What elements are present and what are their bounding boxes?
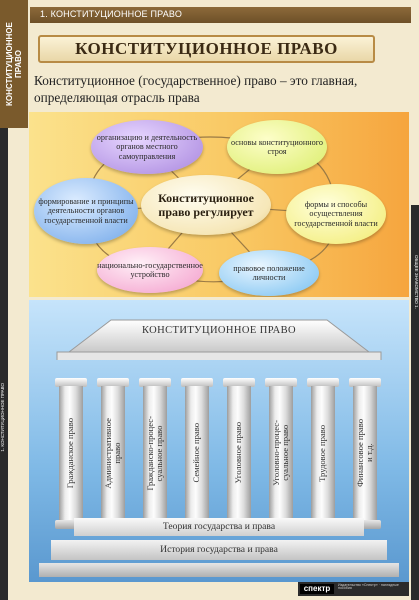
- column-label: Трудовое право: [317, 424, 328, 482]
- column-administrative-law: Администра­тивное право: [97, 378, 129, 529]
- step-theory: Теория государства и права: [74, 518, 364, 536]
- definition-text: Конституционное (государственное) право …: [34, 73, 358, 105]
- node-center: Конституционное право регулирует: [141, 175, 271, 235]
- column-label: Уголовно-процес- суальное право: [270, 420, 290, 486]
- publisher-text: Издательство «Спектр» · наглядные пособи…: [338, 583, 399, 591]
- node-legal-status: правовое положение личности: [219, 250, 319, 296]
- column-civil-law: Гражданское право: [55, 378, 87, 529]
- node-national-structure: национально-государственное устройство: [97, 247, 203, 293]
- node-forms-of-power: формы и способы осуществления государств…: [286, 184, 386, 244]
- column-civil-procedure-law: Гражданско-процес- суальное право: [139, 378, 171, 529]
- column-labor-law: Трудовое право: [307, 378, 339, 529]
- node-local-government: организацию и деятельность органов местн…: [91, 120, 203, 174]
- node-constitutional-order: основы конституционного строя: [227, 120, 327, 174]
- column-label: Гражданское право: [65, 417, 76, 489]
- publisher-logo: спектр: [300, 584, 334, 594]
- side-tab: КОНСТИТУЦИОННОЕ ПРАВО: [0, 0, 28, 128]
- column-label: Гражданско-процес- суальное право: [144, 415, 164, 491]
- node-state-power-bodies: формирование и принципы деятельности орг…: [34, 178, 138, 244]
- side-tab-label: КОНСТИТУЦИОННОЕ ПРАВО: [5, 22, 23, 106]
- law-temple: КОНСТИТУЦИОННОЕ ПРАВО Гражданское право …: [29, 300, 409, 582]
- entablature: [56, 351, 382, 360]
- column-financial-law: Финансовое право и т.д.: [349, 378, 381, 529]
- pediment-label: КОНСТИТУЦИОННОЕ ПРАВО: [142, 325, 296, 336]
- step-history: История государства и права: [51, 540, 387, 560]
- column-label: Уголовное право: [233, 422, 244, 484]
- section-label: 1. КОНСТИТУЦИОННОЕ ПРАВО: [40, 9, 183, 19]
- column-label: Администра­тивное право: [102, 417, 122, 489]
- column-criminal-law: Уголовное право: [223, 378, 255, 529]
- side-strip-left: 1. КОНСТИТУЦИОННОЕ ПРАВО: [0, 128, 8, 600]
- title-banner: КОНСТИТУЦИОННОЕ ПРАВО: [38, 35, 375, 63]
- column-criminal-procedure-law: Уголовно-процес- суальное право: [265, 378, 297, 529]
- section-header: 1. КОНСТИТУЦИОННОЕ ПРАВО: [30, 7, 411, 23]
- side-strip-right-label: ОБЩЕЕ ЗНАКОМСТВО 1.: [414, 255, 419, 309]
- regulation-diagram: организацию и деятельность органов местн…: [29, 112, 409, 297]
- side-strip-right: ОБЩЕЕ ЗНАКОМСТВО 1.: [411, 205, 419, 600]
- page-title: КОНСТИТУЦИОННОЕ ПРАВО: [75, 39, 338, 58]
- side-strip-left-label: 1. КОНСТИТУЦИОННОЕ ПРАВО: [0, 383, 5, 452]
- column-family-law: Семейное право: [181, 378, 213, 529]
- temple-roof: [56, 319, 382, 360]
- column-label: Семейное право: [191, 423, 202, 483]
- column-label: Финансовое право и т.д.: [354, 419, 374, 487]
- temple-foundation: [39, 563, 399, 577]
